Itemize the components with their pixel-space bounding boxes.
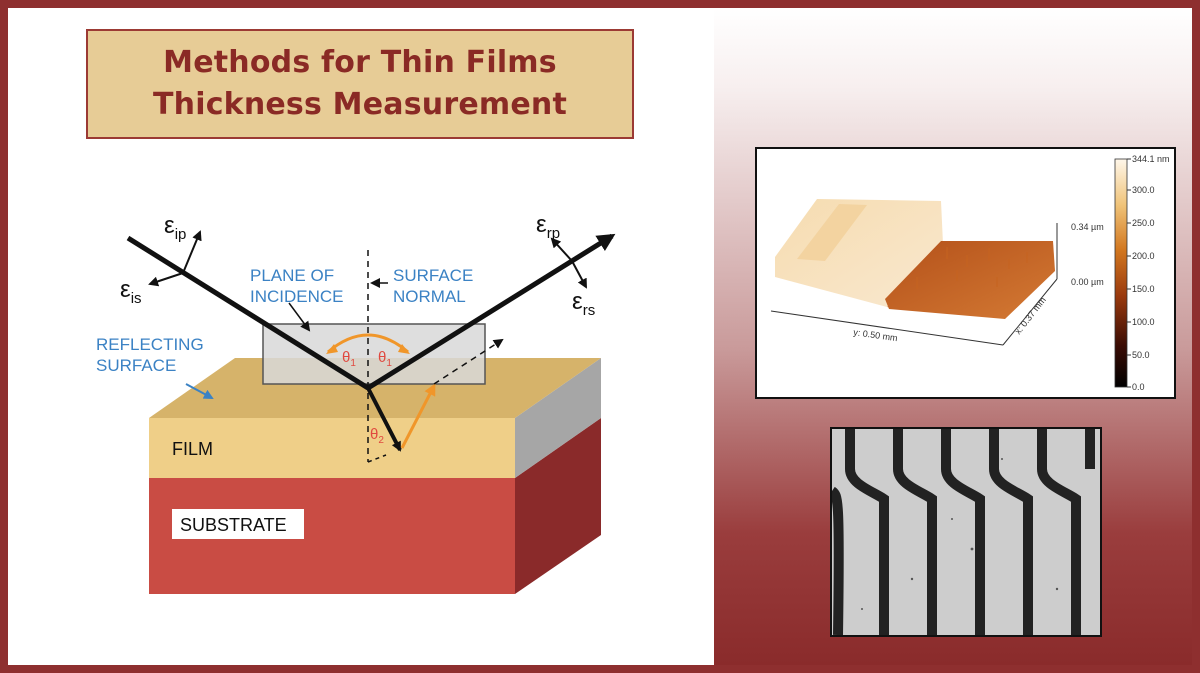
- title-banner: Methods for Thin Films Thickness Measure…: [86, 29, 634, 139]
- svg-text:0.0: 0.0: [1132, 382, 1145, 392]
- surface-normal-label-1: SURFACE: [393, 266, 473, 285]
- theta1-arc-right-head: [398, 344, 410, 354]
- svg-text:300.0: 300.0: [1132, 185, 1155, 195]
- svg-text:200.0: 200.0: [1132, 251, 1155, 261]
- plane-of-incidence-label-1: PLANE OF: [250, 266, 334, 285]
- theta1-arc: [327, 333, 409, 354]
- film-front: [149, 418, 515, 478]
- refracted-beam: [366, 387, 402, 452]
- afm-y-axis-label: y: 0.50 mm: [853, 327, 898, 343]
- title-line-1: Methods for Thin Films: [163, 45, 557, 80]
- plane-pointer: [288, 302, 311, 332]
- afm-spikes: [916, 247, 1028, 289]
- film-top: [149, 358, 601, 418]
- e-rp-label: εrp: [536, 211, 560, 242]
- substrate-label: SUBSTRATE: [180, 515, 287, 535]
- theta1-left-label: θ1: [342, 349, 356, 369]
- e-rp-arrow: [550, 237, 573, 262]
- afm-y-axis-line: [770, 310, 1004, 346]
- e-is-label: εis: [120, 276, 142, 307]
- afm-x-axis-line: [1002, 278, 1058, 346]
- theta2-label: θ2: [370, 426, 384, 446]
- substrate-label-box: [172, 509, 304, 539]
- svg-text:50.0: 50.0: [1132, 350, 1150, 360]
- theta1-arc-left-head: [326, 344, 338, 354]
- afm-colorbar-ticks: 344.1 nm 300.0 250.0 200.0 150.0 100.0 5…: [1127, 154, 1170, 392]
- fringe-dust: [861, 458, 1059, 610]
- reflecting-surface-label-2: SURFACE: [96, 356, 176, 375]
- substrate-side: [515, 418, 601, 594]
- afm-image-panel: y: 0.50 mm x: 0.37 mm 0.34 µm 0.00 µm 34…: [755, 147, 1176, 399]
- afm-high-region: [775, 199, 943, 307]
- afm-ridge: [797, 204, 867, 261]
- svg-text:250.0: 250.0: [1132, 218, 1155, 228]
- title-line-2: Thickness Measurement: [152, 87, 567, 122]
- surface-normal-label-2: NORMAL: [393, 287, 466, 306]
- transmitted-dashed-beam: [433, 338, 504, 385]
- svg-text:150.0: 150.0: [1132, 284, 1155, 294]
- reflecting-surface-label-1: REFLECTING: [96, 335, 204, 354]
- reflecting-pointer: [185, 383, 214, 399]
- theta1-right-label: θ1: [378, 349, 392, 369]
- fringe-pattern: [832, 429, 1100, 635]
- film-label: FILM: [172, 439, 213, 459]
- e-ip-arrow: [182, 230, 202, 274]
- afm-surface-plot: y: 0.50 mm x: 0.37 mm 0.34 µm 0.00 µm 34…: [770, 154, 1170, 392]
- afm-z-tick-bottom: 0.00 µm: [1071, 277, 1104, 287]
- theta2-reference-line: [367, 454, 387, 463]
- internal-reflection-beam: [400, 383, 436, 449]
- e-rs-arrow: [571, 260, 587, 289]
- plane-of-incidence-label-2: INCIDENCE: [250, 287, 344, 306]
- ellipsometry-diagram: εip εis εrp εrs PLANE OF INCIDENCE SURFA…: [96, 211, 616, 594]
- incident-beam: [126, 235, 370, 391]
- substrate-front: [149, 478, 515, 594]
- fringe-bands: [832, 429, 1095, 635]
- interference-fringe-image: [830, 427, 1102, 637]
- film-side: [515, 358, 601, 478]
- afm-z-tick-top: 0.34 µm: [1071, 222, 1104, 232]
- e-rs-label: εrs: [572, 288, 595, 319]
- svg-text:100.0: 100.0: [1132, 317, 1155, 327]
- e-is-arrow: [148, 272, 184, 287]
- afm-low-region: [885, 241, 1055, 319]
- e-ip-label: εip: [164, 212, 186, 243]
- afm-colorbar: [1114, 158, 1128, 388]
- svg-text:344.1 nm: 344.1 nm: [1132, 154, 1170, 164]
